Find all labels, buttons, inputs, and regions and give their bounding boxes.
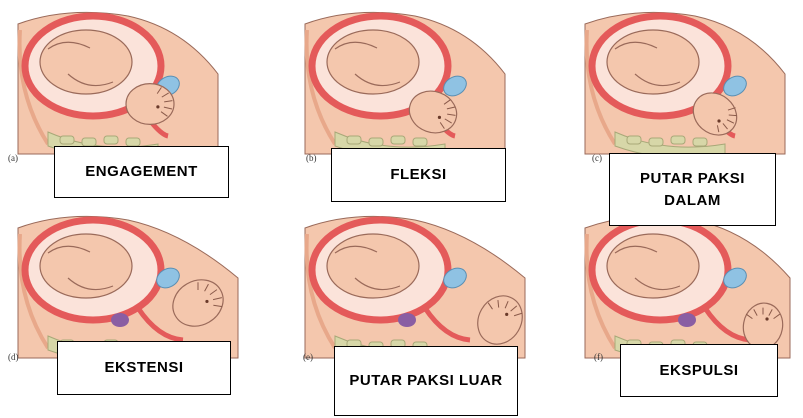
vertebra-segment [347, 136, 361, 144]
stage-c-label: PUTAR PAKSI DALAM [609, 153, 776, 226]
rectum [111, 313, 129, 327]
stage-b-illustration [295, 4, 515, 166]
fetal-head [126, 84, 174, 125]
fetal-ear [438, 116, 441, 119]
stage-b-letter: (b) [306, 153, 317, 163]
fetal-hair-stroke [729, 115, 737, 116]
stage-e-label: PUTAR PAKSI LUAR [334, 346, 518, 416]
vertebra-segment [82, 138, 96, 146]
pelvis-fetus-illustration [8, 4, 228, 166]
vertebra-segment [649, 138, 663, 146]
stage-e-letter: (e) [303, 352, 313, 362]
rectum [678, 313, 696, 327]
vertebra-segment [126, 138, 140, 146]
stage-f-letter: (f) [594, 352, 603, 362]
stage-c-illustration [575, 4, 795, 166]
vertebra-segment [627, 136, 641, 144]
vertebra-segment [413, 138, 427, 146]
stage-d-letter: (d) [8, 352, 19, 362]
stage-a-label: ENGAGEMENT [54, 146, 229, 198]
vertebra-segment [693, 138, 707, 146]
vertebra-segment [369, 138, 383, 146]
fetal-ear [205, 300, 208, 303]
pelvis-fetus-illustration [295, 4, 515, 166]
fetal-ear [156, 105, 159, 108]
stage-f-label: EKSPULSI [620, 344, 778, 397]
stage-b-label: FLEKSI [331, 148, 506, 202]
fetal-ear [717, 119, 720, 122]
pelvis-fetus-illustration [575, 4, 795, 166]
vertebra-segment [671, 136, 685, 144]
vertebra-segment [104, 136, 118, 144]
stage-a-illustration [8, 4, 228, 166]
fetal-ear [765, 317, 768, 320]
vertebra-segment [391, 136, 405, 144]
stage-c-letter: (c) [592, 153, 602, 163]
stage-a-letter: (a) [8, 153, 18, 163]
stage-d-label: EKSTENSI [57, 341, 231, 395]
rectum [398, 313, 416, 327]
vertebra-segment [60, 136, 74, 144]
fetal-ear [505, 313, 508, 316]
